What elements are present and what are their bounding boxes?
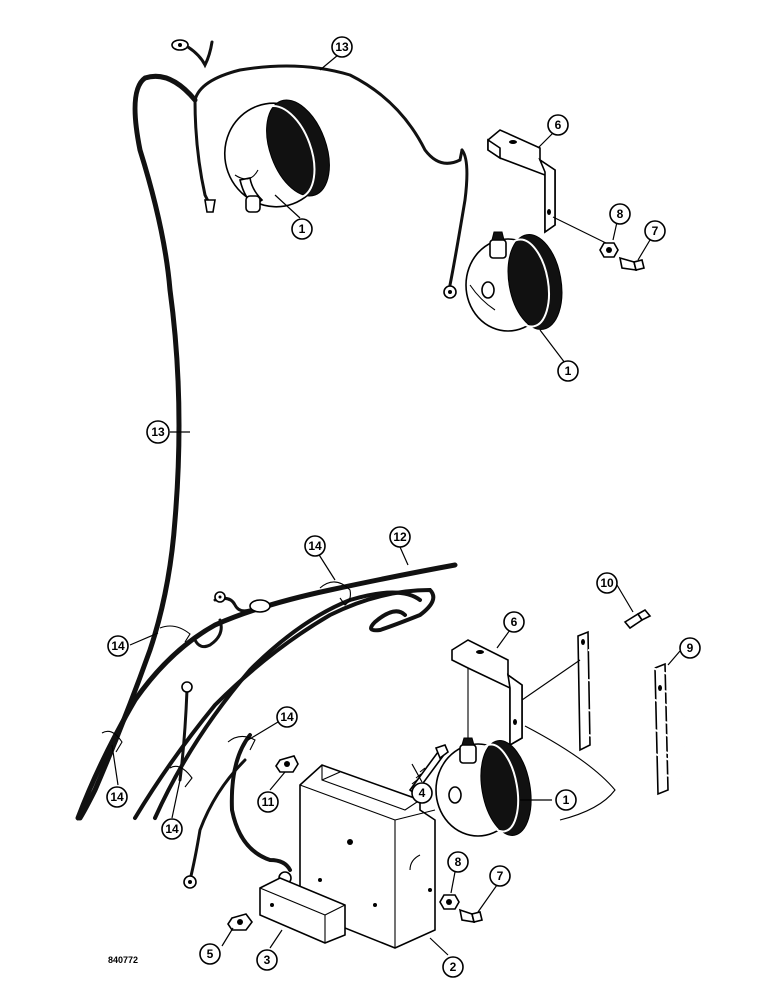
callout-10: 10 <box>596 572 618 594</box>
lead-to-lower-lamp <box>229 733 292 872</box>
cable-clamp-14-left <box>159 625 191 643</box>
svg-text:1: 1 <box>563 793 570 807</box>
cable-clamp-14-mid <box>227 735 256 751</box>
lead-to-ground <box>178 688 189 782</box>
svg-text:13: 13 <box>151 425 165 439</box>
callout-14: 14 <box>107 635 129 657</box>
callout-5: 5 <box>199 943 221 965</box>
drawing-code: 840772 <box>108 955 138 965</box>
callout-14: 14 <box>106 786 128 808</box>
work-lamp-upper-right <box>465 231 563 332</box>
cable-clamp-14-lowleft <box>101 730 123 753</box>
nut-5 <box>227 913 253 931</box>
svg-text:1: 1 <box>299 222 306 236</box>
callouts: 13 1 6 8 7 1 13 14 <box>106 36 701 978</box>
svg-text:14: 14 <box>308 539 322 553</box>
svg-text:10: 10 <box>600 576 614 590</box>
cable-clamp-14-lowmid <box>169 765 193 788</box>
callout-2: 2 <box>442 956 464 978</box>
svg-text:6: 6 <box>555 118 562 132</box>
callout-6: 6 <box>503 611 525 633</box>
svg-text:6: 6 <box>511 615 518 629</box>
svg-text:8: 8 <box>617 207 624 221</box>
callout-8: 8 <box>609 203 631 225</box>
lead-to-lamp-left <box>193 98 212 207</box>
lead-to-lamp-upper-right <box>448 148 469 287</box>
nut-11 <box>275 755 299 773</box>
lead-to-bottom-terminal <box>188 758 247 882</box>
svg-text:7: 7 <box>497 869 504 883</box>
callout-7: 7 <box>489 865 511 887</box>
callout-3: 3 <box>256 949 278 971</box>
callout-12: 12 <box>389 526 411 548</box>
svg-text:5: 5 <box>207 947 214 961</box>
connector-lead <box>193 618 223 649</box>
work-lamp-upper-left <box>223 99 330 213</box>
leader-lines <box>111 54 681 956</box>
svg-text:1: 1 <box>565 364 572 378</box>
svg-text:3: 3 <box>264 953 271 967</box>
bolt-7-lower <box>458 908 483 923</box>
svg-text:13: 13 <box>335 40 349 54</box>
harness-12-branch <box>153 590 422 820</box>
svg-text:2: 2 <box>450 960 457 974</box>
svg-text:7: 7 <box>652 224 659 238</box>
svg-text:14: 14 <box>111 639 125 653</box>
work-lamp-lower <box>435 737 532 837</box>
callout-11: 11 <box>257 791 279 813</box>
lamp-guard-9 <box>577 630 686 796</box>
callout-1: 1 <box>555 789 577 811</box>
callout-13: 13 <box>331 36 353 58</box>
harness-12-loop <box>133 587 436 820</box>
harness-to-right-light <box>193 64 464 165</box>
callout-14: 14 <box>304 535 326 557</box>
callout-13: 13 <box>146 420 170 444</box>
bolt-10 <box>623 608 652 630</box>
callout-14: 14 <box>276 706 298 728</box>
callout-6: 6 <box>547 114 569 136</box>
harness-main-run <box>77 73 198 821</box>
svg-text:4: 4 <box>419 786 426 800</box>
svg-text:12: 12 <box>393 530 407 544</box>
ground-lead <box>186 40 214 69</box>
wire-terminal <box>204 199 216 213</box>
svg-text:11: 11 <box>262 795 275 809</box>
svg-text:8: 8 <box>455 855 462 869</box>
callout-9: 9 <box>679 637 701 659</box>
callout-1: 1 <box>291 218 313 240</box>
harness-12-main <box>75 562 458 821</box>
nut-8-upper <box>599 242 619 258</box>
svg-text:14: 14 <box>165 822 179 836</box>
callout-4: 4 <box>411 782 433 804</box>
cable-clamp-14-upper <box>319 581 351 606</box>
bracket-6-upper <box>487 129 611 246</box>
callout-14: 14 <box>161 818 183 840</box>
callout-1: 1 <box>557 360 579 382</box>
bracket-6-lower <box>451 639 616 821</box>
svg-text:14: 14 <box>110 790 124 804</box>
callout-8: 8 <box>447 851 469 873</box>
callout-7: 7 <box>644 220 666 242</box>
inline-connector <box>249 599 271 613</box>
nut-8-lower <box>439 894 460 910</box>
spacer-block-3 <box>259 877 346 944</box>
bolt-7-upper <box>618 256 645 271</box>
svg-text:14: 14 <box>280 710 294 724</box>
svg-text:9: 9 <box>687 641 694 655</box>
